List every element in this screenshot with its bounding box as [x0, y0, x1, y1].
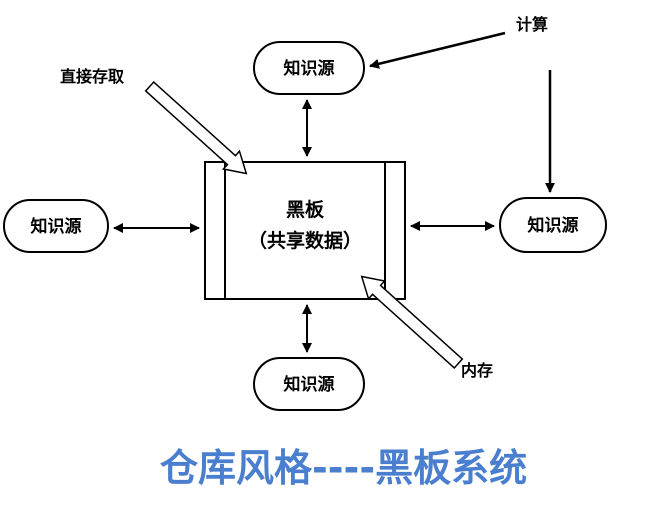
knowledge-source-left-label: 知识源 [30, 216, 82, 237]
knowledge-source-left: 知识源 [3, 199, 109, 253]
compute-arrow-to-top-source [369, 31, 506, 69]
direct-access-label: 直接存取 [60, 67, 124, 86]
knowledge-source-bottom-label: 知识源 [283, 374, 335, 395]
knowledge-source-bottom: 知识源 [253, 357, 365, 411]
memory-arrow [360, 275, 464, 370]
direct-access-arrow [144, 80, 248, 175]
knowledge-source-top: 知识源 [253, 41, 365, 95]
slide-caption: 仓库风格----黑板系统 [160, 446, 528, 490]
knowledge-source-right: 知识源 [499, 197, 607, 253]
memory-label: 内存 [461, 361, 493, 380]
knowledge-source-right-label: 知识源 [527, 215, 579, 236]
knowledge-source-top-label: 知识源 [283, 58, 335, 79]
blackboard-title: 黑板 [286, 198, 325, 221]
blackboard-subtitle: （共享数据） [248, 229, 362, 252]
blackboard-box: 黑板 （共享数据） [204, 161, 406, 300]
compute-label: 计算 [516, 15, 548, 34]
